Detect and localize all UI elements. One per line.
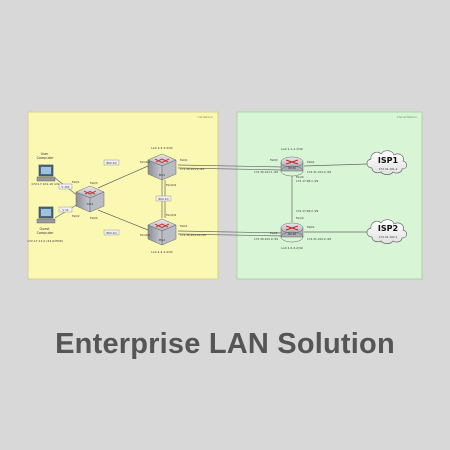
router-icon [280, 156, 304, 177]
host-guest-name-l2: Computer [37, 231, 54, 235]
cloud-isp2[interactable]: ISP2 172.31.102.1 [366, 219, 407, 244]
link-ms1-r1-b [177, 167, 285, 171]
router-r2-label: ISP-R2 [288, 232, 297, 236]
cloud-icon [366, 150, 407, 175]
vlan-guest: V 11 [62, 208, 69, 212]
label-r2-lan: Fa0/0 [270, 231, 278, 235]
host-user-name: User Computer [37, 152, 54, 160]
link-sw1-ms1 [97, 165, 149, 189]
zone-wan: Internet Network [236, 111, 423, 280]
label-ms1-down: Fa1/0/2 [166, 183, 177, 187]
switch-ms1[interactable]: MS1 Lo0 3.3.3.3/32 [147, 146, 177, 181]
links [54, 163, 369, 237]
label-sw-p2: Fa0/4 [90, 216, 98, 220]
label-ms2-up: Fa1/0/2 [166, 213, 177, 217]
router-r2-loopback: Lo0 2.2.2.2/32 [281, 246, 303, 250]
multilayer-switch-icon [147, 218, 177, 246]
vlan-badge-user: V 101 [58, 183, 73, 190]
label-user-sw: Fa0/1 [72, 180, 80, 184]
trunk-sw-ms1: 802.1Q [106, 161, 117, 165]
switch-ms1-label: MS1 [159, 173, 165, 177]
label-r2-isp-ip: 172.31.102.2 /29 [307, 237, 331, 241]
link-ms1-r1 [177, 164, 285, 168]
host-user-ip: 172.17.101.10 /24 [31, 182, 59, 186]
switch-icon [75, 185, 105, 213]
cloud-isp1-label: ISP1 [378, 156, 399, 165]
label-ms2-wan-ip: 172.30.102.10 /29 [180, 233, 206, 237]
link-sw1-ms2 [97, 209, 149, 231]
trunk-ms-ms: 802.1Q [158, 197, 169, 201]
switch-sw1[interactable]: SW1 [75, 185, 105, 213]
label-ms1-sw: Fa1/0/1 [140, 160, 151, 164]
host-guest[interactable]: Guest Computer 172.17.11.X /24 (DHCP) [27, 206, 63, 243]
label-r2-up-ip: 172.17.98.2 /29 [296, 209, 319, 213]
router-r1-label: ISP-R1 [288, 166, 297, 170]
router-r1[interactable]: ISP-R1 Lo0 1.1.1.1/32 [280, 147, 304, 177]
label-r1-down-ip: 172.17.98.1 /29 [296, 179, 319, 183]
cloud-icon [366, 219, 407, 244]
label-r1-isp-ip: 172.31.101.2 /29 [307, 170, 331, 174]
trunk-badge-1: 802.1Q [103, 159, 120, 166]
router-icon [280, 222, 304, 243]
label-sw-p1: Fa0/3 [90, 181, 98, 185]
trunk-sw-ms2: 802.1Q [106, 231, 117, 235]
switch-ms2-label: MS2 [159, 238, 165, 242]
link-ms2-r2 [177, 230, 285, 234]
multilayer-switch-icon [147, 153, 177, 181]
label-r1-lan: Fa0/0 [270, 158, 278, 162]
label-r2-isp: Fa0/1 [307, 225, 315, 229]
zone-wan-label: Internet Network [397, 116, 418, 119]
switch-ms2-loopback: Lo0 4.4.4.4/32 [151, 250, 173, 254]
host-guest-name: Guest Computer [37, 227, 54, 235]
switch-ms2[interactable]: MS2 Lo0 4.4.4.4/32 [147, 218, 177, 254]
host-guest-ip: 172.17.11.X /24 (DHCP) [27, 239, 63, 243]
link-r1-isp1 [303, 163, 369, 167]
host-user-name-l2: Computer [37, 156, 54, 160]
cloud-isp1[interactable]: ISP1 172.31.101.1 [366, 150, 407, 175]
trunk-badge-2: 802.1Q [103, 229, 120, 236]
cloud-isp2-sub: 172.31.102.1 [379, 235, 398, 239]
switch-sw1-label: SW1 [87, 202, 94, 206]
link-ms2-r2-b [177, 233, 285, 237]
caption-title: Enterprise LAN Solution [55, 328, 395, 360]
trunk-badge-3: 802.1Q [155, 195, 172, 202]
vlan-user: V 101 [61, 185, 69, 189]
router-r2[interactable]: ISP-R2 Lo0 2.2.2.2/32 [280, 222, 304, 250]
host-user-name-l1: User [41, 152, 49, 156]
zone-lan-label: LAN Network [197, 116, 213, 119]
zone-lan: LAN Network [27, 111, 219, 280]
computer-icon [36, 206, 56, 224]
label-r1-lan-ip: 172.30.101.1 /29 [254, 170, 278, 174]
router-r1-loopback: Lo0 1.1.1.1/32 [281, 147, 303, 151]
label-r2-lan-ip: 172.30.102.9 /29 [254, 237, 278, 241]
label-r1-isp: Fa0/1 [307, 160, 315, 164]
label-ms2-wan: Fa0/1 [180, 224, 188, 228]
vlan-badge-guest: V 11 [58, 206, 73, 213]
switch-ms1-loopback: Lo0 3.3.3.3/32 [151, 146, 173, 150]
label-guest-sw: Fa0/2 [72, 214, 80, 218]
label-ms1-wan-ip: 172.30.101.2 /29 [180, 167, 204, 171]
computer-icon [36, 164, 56, 182]
cloud-isp2-label: ISP2 [378, 224, 398, 233]
label-r2-up: Fa1/0 [296, 216, 304, 220]
label-ms1-wan: Fa0/1 [180, 158, 188, 162]
label-r1-down: Fa1/0 [296, 175, 304, 179]
host-guest-name-l1: Guest [39, 227, 50, 231]
host-user[interactable]: User Computer 172.17.101.10 /24 [31, 152, 59, 186]
label-ms2-sw: Fa1/0/1 [140, 233, 151, 237]
cloud-isp1-sub: 172.31.101.1 [379, 167, 398, 171]
link-labels: Fa0/1 Fa0/2 V 101 V 11 802.1Q 802.1Q 802… [58, 158, 331, 241]
